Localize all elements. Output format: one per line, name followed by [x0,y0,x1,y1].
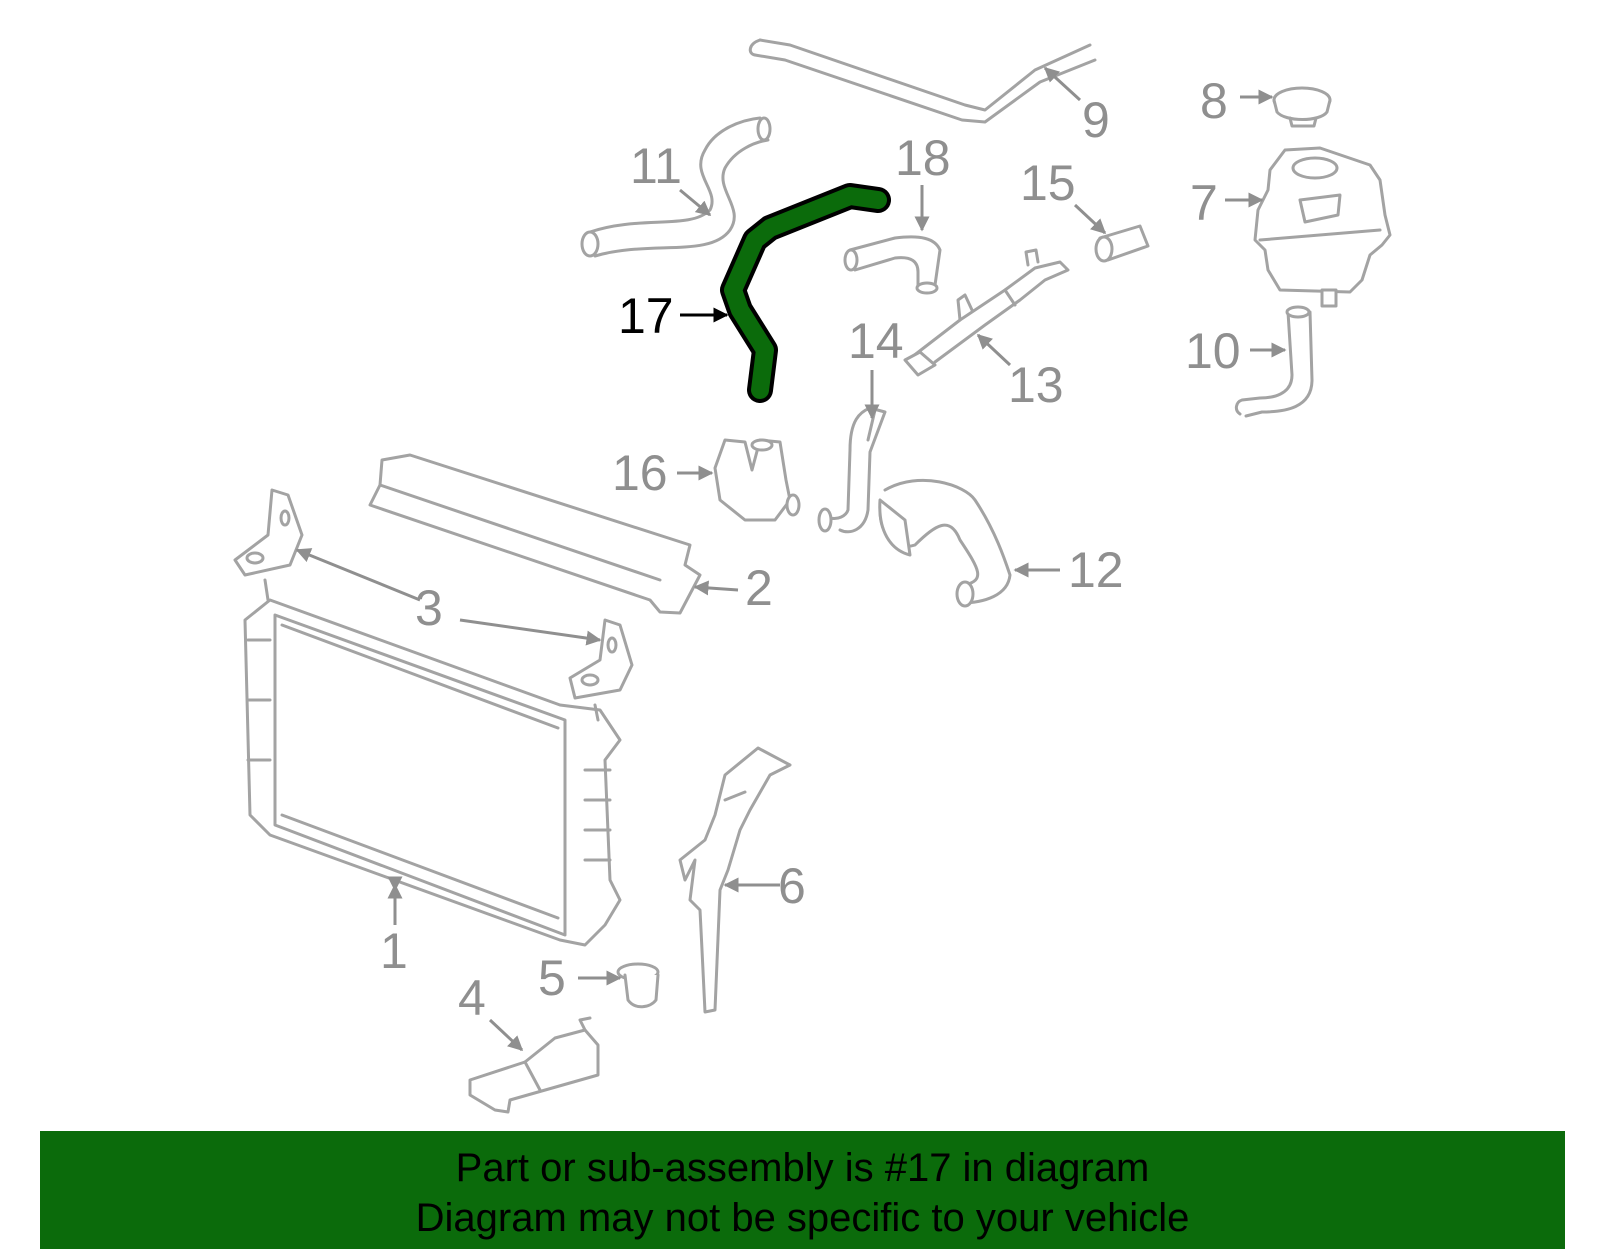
part-5-insulator [616,962,660,1009]
callout-14: 14 [848,313,904,369]
callout-5: 5 [538,950,566,1006]
part-3-bracket-lower [568,618,634,700]
banner-line-1: Part or sub-assembly is #17 in diagram [455,1146,1150,1190]
callout-12: 12 [1068,542,1124,598]
callout-13: 13 [1008,357,1064,413]
callout-6: 6 [778,858,806,914]
callout-4: 4 [458,970,486,1026]
callout-7: 7 [1190,175,1218,231]
part-17-highlighted-hose [720,183,891,403]
callout-11: 11 [630,138,682,194]
part-14-pipe [817,406,887,534]
callout-9: 9 [1082,92,1110,148]
callout-1: 1 [380,923,408,979]
banner-line-2: Diagram may not be specific to your vehi… [415,1196,1190,1240]
part-12-hose [878,478,1012,608]
part-9-overflow-pipe [748,38,1097,124]
callout-17: 17 [618,288,674,344]
callout-2: 2 [745,560,773,616]
part-10-reservoir-hose [1234,305,1314,418]
part-8-reservoir-cap [1272,86,1332,128]
callout-3: 3 [415,580,443,636]
info-banner: Part or sub-assembly is #17 in diagram D… [40,1131,1565,1249]
part-6-lower-air-baffle [678,746,792,1014]
part-15-connector [1094,224,1150,263]
part-3-bracket-upper [233,488,304,577]
callout-numbers: 1 2 3 4 5 6 7 8 9 10 11 12 13 14 15 16 1… [380,73,1241,1026]
part-13-outlet-pipe [903,248,1070,377]
callout-15: 15 [1020,155,1076,211]
callout-10: 10 [1185,323,1241,379]
part-16-valve [713,438,801,522]
part-4-lower-bracket [468,1016,600,1114]
callout-16: 16 [612,445,668,501]
callout-18: 18 [895,130,951,186]
part-18-hose [843,235,942,295]
part-1-radiator [243,578,622,947]
part-7-coolant-reservoir [1253,146,1392,308]
part-11-hose [580,116,772,258]
part-2-upper-air-baffle [368,453,702,615]
callout-8: 8 [1200,73,1228,129]
callout-leaders [295,66,1287,1052]
